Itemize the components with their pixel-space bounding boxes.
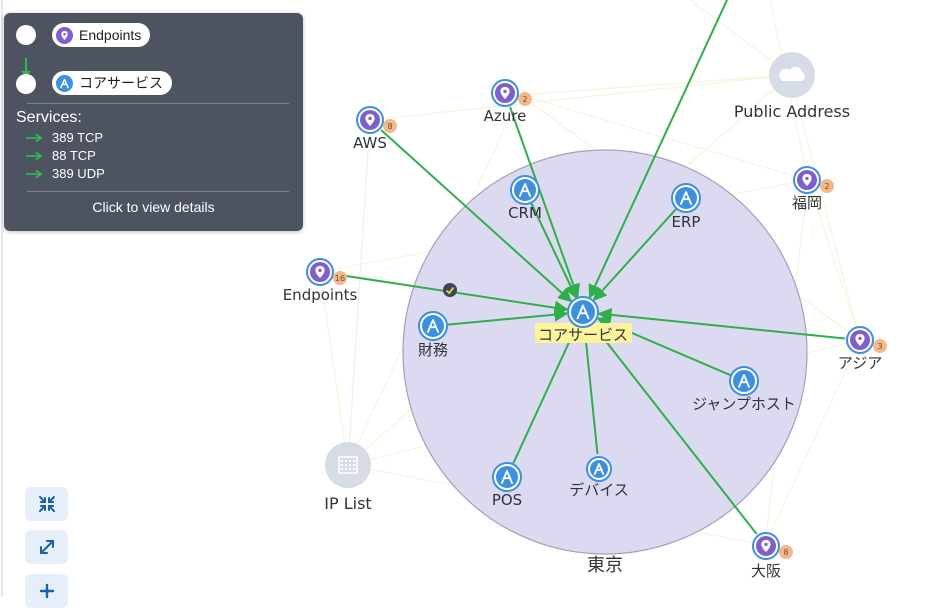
- grid-icon: [338, 456, 358, 474]
- svg-text:2: 2: [522, 95, 527, 104]
- source-pill: Endpoints: [52, 23, 151, 47]
- node-label: 財務: [418, 341, 448, 359]
- node-label: POS: [492, 491, 522, 509]
- expand-button[interactable]: [25, 530, 68, 564]
- node-label: AWS: [353, 134, 387, 152]
- core-label-highlight: [535, 323, 632, 343]
- edges: [334, 0, 846, 535]
- edge-device-core[interactable]: [578, 326, 599, 455]
- node-label: 福岡: [792, 194, 822, 212]
- view-details-link[interactable]: Click to view details: [92, 199, 215, 215]
- service-item: 389 UDP: [26, 166, 105, 181]
- target-label: コアサービス: [79, 75, 163, 91]
- node-jump[interactable]: ジャンプホスト: [692, 366, 796, 413]
- svg-text:8: 8: [387, 122, 392, 131]
- count-badge: [779, 545, 793, 559]
- svg-text:2: 2: [824, 182, 829, 191]
- node-label: Public Address: [734, 102, 850, 121]
- flow-connector: [25, 58, 27, 74]
- group-label: 東京: [587, 555, 623, 576]
- zoom-in-button[interactable]: [25, 574, 68, 608]
- collapse-icon: [38, 496, 55, 512]
- divider: [27, 191, 289, 192]
- divider: [27, 103, 289, 104]
- node-iplist[interactable]: IP List: [324, 442, 372, 513]
- node-label: ジャンプホスト: [692, 395, 796, 413]
- svg-text:16: 16: [335, 274, 345, 283]
- node-public[interactable]: Public Address: [734, 52, 850, 121]
- node-core[interactable]: コアサービス: [538, 296, 628, 344]
- edge-asia-core[interactable]: [597, 307, 846, 340]
- edge-osaka-core[interactable]: [591, 323, 758, 535]
- source-label: Endpoints: [79, 27, 142, 43]
- app-icon: [427, 319, 439, 333]
- services-title: Services:: [16, 109, 82, 126]
- service-item: 389 TCP: [26, 130, 103, 145]
- arrow-right-icon: [26, 133, 43, 142]
- target-node-dot: [16, 74, 36, 94]
- count-badge: [518, 92, 532, 106]
- expand-icon: [39, 540, 54, 554]
- node-label: Endpoints: [283, 286, 358, 304]
- edge-check-badge[interactable]: [443, 283, 457, 297]
- app-icon: [680, 191, 692, 205]
- svg-text:8: 8: [783, 548, 788, 557]
- node-fukuoka[interactable]: 2福岡: [792, 166, 834, 212]
- node-label: アジア: [838, 354, 882, 372]
- collapse-button[interactable]: [25, 487, 68, 521]
- node-label: CRM: [508, 204, 542, 222]
- node-asia[interactable]: 3 アジア: [838, 326, 887, 372]
- cloud-icon: [779, 66, 805, 81]
- arrow-right-icon: [26, 151, 43, 160]
- connection-tooltip[interactable]: Endpoints コアサービス Services: 389 TCP 88 TC…: [4, 13, 303, 231]
- source-node-dot: [16, 25, 36, 45]
- node-label: 大阪: [751, 562, 781, 580]
- service-item: 88 TCP: [26, 148, 96, 163]
- node-label: IP List: [324, 494, 371, 513]
- edge-crm-core[interactable]: [530, 203, 578, 299]
- app-icon: [738, 374, 750, 388]
- arrow-right-icon: [26, 169, 43, 178]
- location-pin-icon: [56, 26, 73, 44]
- app-icon: [576, 304, 590, 320]
- svg-text:3: 3: [877, 342, 882, 351]
- edge-pos-core[interactable]: [512, 325, 578, 464]
- node-device[interactable]: デバイス: [569, 456, 629, 499]
- count-badge: [333, 271, 347, 285]
- edge-erp-core[interactable]: [592, 208, 677, 302]
- edge-azure-core[interactable]: [509, 106, 580, 299]
- edge-zaimu-core[interactable]: [447, 307, 569, 326]
- node-label: Azure: [484, 107, 527, 125]
- target-pill: コアサービス: [52, 71, 172, 95]
- count-badge: [820, 179, 834, 193]
- count-badge: [383, 119, 397, 133]
- node-zaimu[interactable]: 財務: [418, 311, 448, 359]
- app-icon: [501, 470, 513, 484]
- node-crm[interactable]: CRM: [508, 175, 542, 222]
- plus-icon: [39, 583, 54, 599]
- node-osaka[interactable]: 8大阪: [751, 532, 793, 580]
- node-erp[interactable]: ERP: [671, 183, 701, 231]
- node-label: コアサービス: [538, 326, 628, 344]
- edge-aws-core[interactable]: [380, 129, 573, 303]
- app-icon: [593, 463, 605, 475]
- edge-top-offscreen-core[interactable]: [588, 0, 728, 299]
- node-pos[interactable]: POS: [492, 462, 522, 509]
- app-icon: [519, 183, 531, 197]
- group-tokyo: [402, 149, 808, 555]
- count-badge: [873, 339, 887, 353]
- node-label: デバイス: [569, 481, 629, 499]
- app-icon: [56, 74, 73, 92]
- node-label: ERP: [672, 213, 701, 231]
